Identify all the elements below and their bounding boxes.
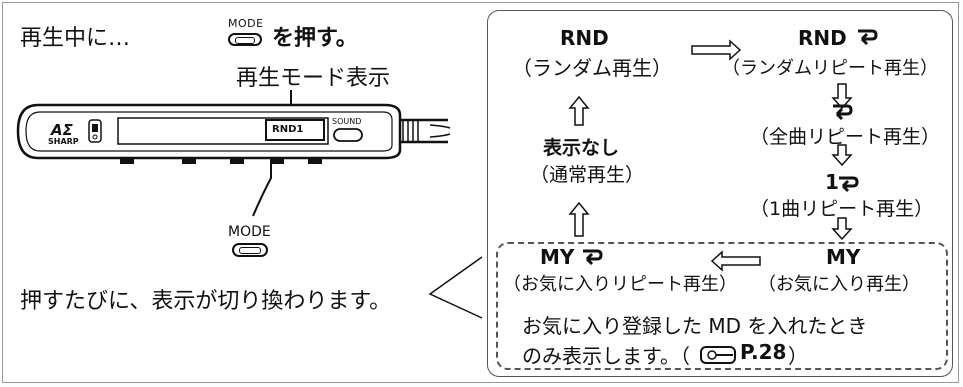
bottom-explanation: 押すたびに、表示が切り換わります。 xyxy=(20,289,392,314)
mode-normal-desc: （通常再生） xyxy=(530,164,645,186)
mode-button-small-icon xyxy=(228,33,262,46)
mode-my-desc: （お気に入り再生） xyxy=(758,274,920,295)
mode-my: MY xyxy=(826,245,861,269)
mode-button-icon xyxy=(232,243,268,257)
mode-my-repeat-desc: （お気に入りリピート再生） xyxy=(503,274,737,295)
mode-my-repeat: MY xyxy=(540,245,575,269)
repeat-icon xyxy=(856,29,878,46)
repeat-icon xyxy=(837,176,859,193)
mode-one-repeat-desc: （1曲リピート再生） xyxy=(750,198,934,220)
mode-all-repeat-desc: （全曲リピート再生） xyxy=(750,126,941,148)
favorite-note-line1: お気に入り登録した MD を入れたとき xyxy=(522,314,868,338)
brand-logo-mark: AΣ xyxy=(51,121,73,139)
device-brand: SHARP xyxy=(48,137,79,146)
mode-button-label: MODE xyxy=(228,224,271,240)
display-label: 再生モード表示 xyxy=(236,66,391,91)
mode-flow-box xyxy=(487,10,953,377)
mode-rnd-desc: （ランダム再生） xyxy=(512,56,672,80)
favorite-note-close: ） xyxy=(788,344,808,368)
mode-rnd-repeat: RND xyxy=(798,26,847,50)
instruction-suffix: を押す。 xyxy=(272,26,358,51)
mode-normal: 表示なし xyxy=(543,137,620,159)
mode-small-label: MODE xyxy=(228,17,264,30)
figure-frame xyxy=(2,2,959,383)
instruction-prefix: 再生中に… xyxy=(20,26,131,51)
device-sound-label: SOUND xyxy=(332,117,362,126)
mode-rnd-repeat-desc: （ランダムリピート再生） xyxy=(722,58,938,79)
device-screen-text: RND1 xyxy=(272,124,304,135)
favorite-note-reference[interactable]: P.28 xyxy=(740,340,787,364)
mode-one-repeat: 1 xyxy=(825,170,839,194)
repeat-icon xyxy=(581,249,603,266)
favorite-note-line2: のみ表示します。（ xyxy=(522,344,690,368)
favorite-mode-box xyxy=(496,242,948,370)
mode-rnd: RND xyxy=(560,26,609,50)
